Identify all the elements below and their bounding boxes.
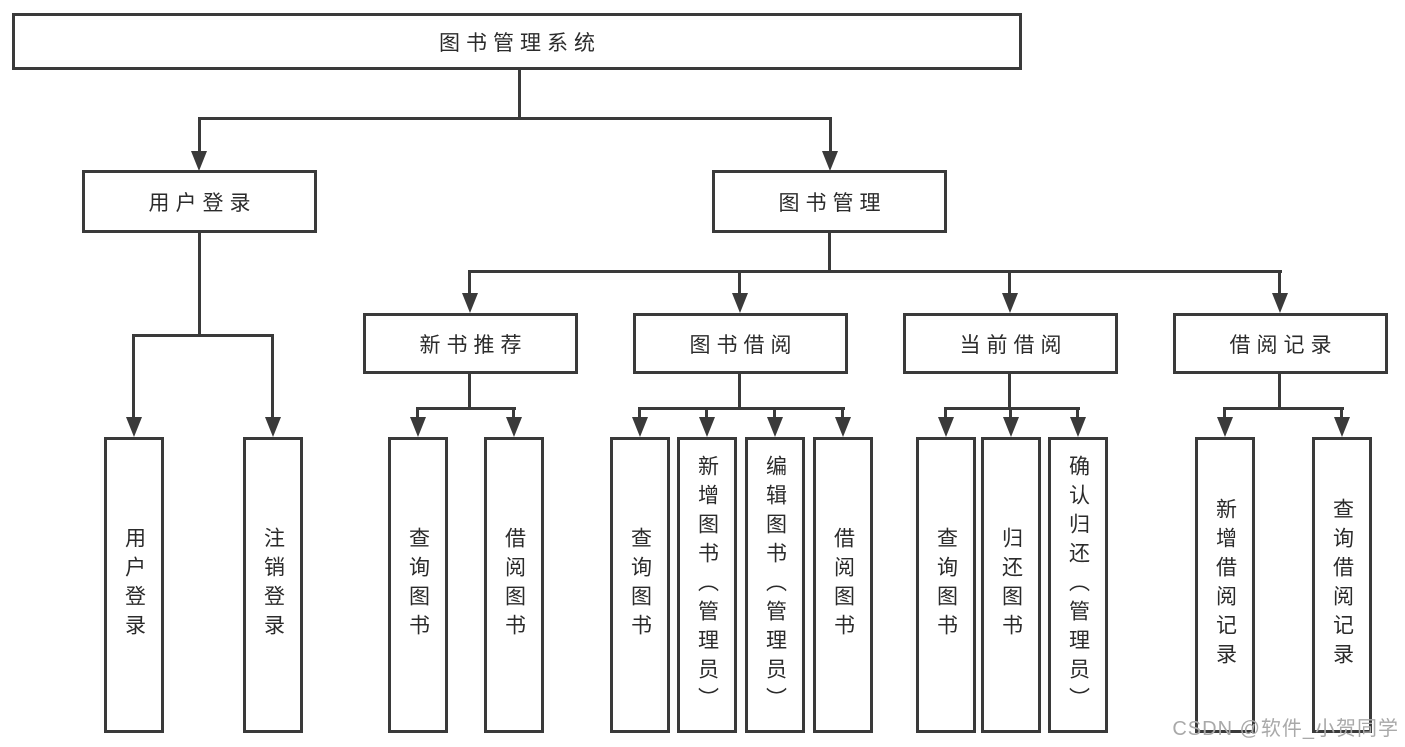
leaf-current-query-book: 查询图书: [916, 437, 976, 733]
node-book-management: 图书管理: [712, 170, 947, 233]
arrow-down-icon: [767, 417, 783, 437]
connector-line: [518, 70, 521, 119]
connector-line: [198, 117, 832, 120]
node-user-login: 用户登录: [82, 170, 317, 233]
leaf-query-borrow-record: 查询借阅记录: [1312, 437, 1372, 733]
leaf-user-login: 用户登录: [104, 437, 164, 733]
connector-line: [638, 407, 641, 421]
node-new-book-recommend-label: 新书推荐: [419, 333, 528, 357]
leaf-query-borrow-record-label: 查询借阅记录: [1330, 498, 1354, 672]
connector-line: [1278, 270, 1281, 295]
arrow-down-icon: [1003, 417, 1019, 437]
arrow-down-icon: [1217, 417, 1233, 437]
arrow-down-icon: [191, 151, 207, 171]
leaf-add-book-admin-label: 新增图书（管理员）: [695, 454, 719, 716]
leaf-recommend-borrow-book-label: 借阅图书: [502, 527, 526, 643]
leaf-current-query-book-label: 查询图书: [934, 527, 958, 643]
connector-line: [132, 334, 135, 418]
arrow-down-icon: [506, 417, 522, 437]
connector-line: [738, 270, 741, 295]
leaf-add-book-admin: 新增图书（管理员）: [677, 437, 737, 733]
connector-line: [828, 233, 831, 273]
connector-line: [1340, 407, 1343, 421]
connector-line: [468, 270, 1282, 273]
arrow-down-icon: [835, 417, 851, 437]
connector-line: [944, 407, 1080, 410]
connector-line: [705, 407, 708, 421]
node-book-borrow-label: 图书借阅: [689, 333, 798, 357]
node-root-label: 图书管理系统: [439, 31, 601, 55]
node-current-borrow-label: 当前借阅: [959, 333, 1068, 357]
node-root: 图书管理系统: [12, 13, 1022, 70]
connector-line: [271, 334, 274, 418]
arrow-down-icon: [1002, 293, 1018, 313]
leaf-user-login-label: 用户登录: [122, 527, 146, 643]
leaf-edit-book-admin: 编辑图书（管理员）: [745, 437, 805, 733]
connector-line: [512, 407, 515, 421]
connector-line: [132, 334, 274, 337]
node-new-book-recommend: 新书推荐: [363, 313, 578, 374]
connector-line: [198, 233, 201, 337]
connector-line: [1076, 407, 1079, 421]
connector-line: [468, 374, 471, 410]
csdn-watermark: CSDN @软件_小贺同学: [1172, 718, 1399, 740]
connector-line: [944, 407, 947, 421]
connector-line: [1278, 374, 1281, 410]
connector-line: [416, 407, 419, 421]
arrow-down-icon: [265, 417, 281, 437]
leaf-add-borrow-record-label: 新增借阅记录: [1213, 498, 1237, 672]
leaf-edit-book-admin-label: 编辑图书（管理员）: [763, 454, 787, 716]
arrow-down-icon: [462, 293, 478, 313]
connector-line: [1008, 374, 1011, 410]
connector-line: [841, 407, 844, 421]
leaf-confirm-return-admin-label: 确认归还（管理员）: [1066, 454, 1090, 716]
arrow-down-icon: [632, 417, 648, 437]
leaf-borrow-book-label: 借阅图书: [831, 527, 855, 643]
node-book-borrow: 图书借阅: [633, 313, 848, 374]
connector-line: [638, 407, 845, 410]
node-book-management-label: 图书管理: [778, 191, 887, 215]
connector-line: [1009, 407, 1012, 421]
connector-line: [416, 407, 516, 410]
leaf-logout-label: 注销登录: [261, 527, 285, 643]
arrow-down-icon: [1070, 417, 1086, 437]
arrow-down-icon: [410, 417, 426, 437]
leaf-recommend-query-book: 查询图书: [388, 437, 448, 733]
arrow-down-icon: [126, 417, 142, 437]
connector-line: [198, 117, 201, 153]
arrow-down-icon: [699, 417, 715, 437]
arrow-down-icon: [1272, 293, 1288, 313]
arrow-down-icon: [1334, 417, 1350, 437]
connector-line: [1008, 270, 1011, 295]
node-current-borrow: 当前借阅: [903, 313, 1118, 374]
arrow-down-icon: [732, 293, 748, 313]
leaf-borrow-book: 借阅图书: [813, 437, 873, 733]
connector-line: [773, 407, 776, 421]
leaf-confirm-return-admin: 确认归还（管理员）: [1048, 437, 1108, 733]
leaf-recommend-query-book-label: 查询图书: [406, 527, 430, 643]
arrow-down-icon: [938, 417, 954, 437]
node-user-login-label: 用户登录: [148, 191, 257, 215]
leaf-borrow-query-book-label: 查询图书: [628, 527, 652, 643]
leaf-return-book: 归还图书: [981, 437, 1041, 733]
connector-line: [1223, 407, 1344, 410]
node-borrow-record: 借阅记录: [1173, 313, 1388, 374]
connector-line: [829, 117, 832, 153]
leaf-logout: 注销登录: [243, 437, 303, 733]
leaf-recommend-borrow-book: 借阅图书: [484, 437, 544, 733]
connector-line: [468, 270, 471, 295]
leaf-return-book-label: 归还图书: [999, 527, 1023, 643]
leaf-add-borrow-record: 新增借阅记录: [1195, 437, 1255, 733]
connector-line: [1223, 407, 1226, 421]
arrow-down-icon: [822, 151, 838, 171]
node-borrow-record-label: 借阅记录: [1229, 333, 1338, 357]
connector-line: [738, 374, 741, 410]
leaf-borrow-query-book: 查询图书: [610, 437, 670, 733]
